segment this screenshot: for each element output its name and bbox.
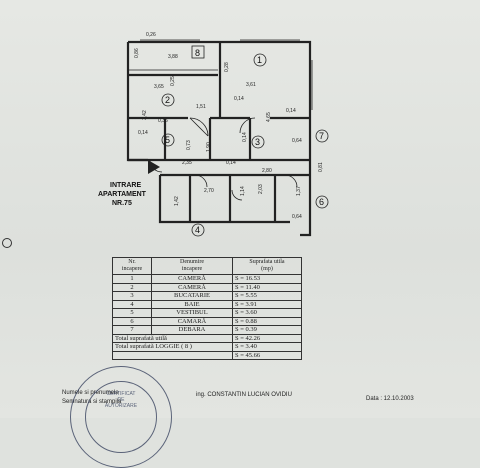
total-loggie-value: S = 3.40 [232,342,302,352]
room-markers: 8 1 2 5 3 7 6 4 [161,45,329,237]
table-row: 6 CAMARĂ S = 0.88 [112,316,302,326]
dimension-label: 1,90 [206,142,212,152]
dimension-label: 0,86 [134,48,140,58]
room-name: BAIE [151,299,233,309]
room-name: BUCATARIE [151,291,233,301]
total-util-row: Total suprafată utilă S = 42.26 [112,333,302,343]
floor-plan: 8 1 2 5 3 7 6 4 0,26 0,86 [98,32,329,237]
dimension-label: 0,14 [138,130,148,136]
room-area: S = 0.88 [232,316,302,326]
header-area: Suprafata utila (mp) [232,257,302,275]
room-area: S = 3.60 [232,308,302,318]
dimension-label: 3,88 [168,54,178,60]
dimension-label: 2,80 [262,168,272,174]
dimension-label: 0,14 [286,108,296,114]
total-util-value: S = 42.26 [232,333,302,343]
room-name: DEBARA [151,325,233,335]
dimension-label: 0,14 [226,160,236,166]
room-number: 2 [112,282,152,292]
room-name: CAMERĂ [151,274,233,284]
room-number: 3 [112,291,152,301]
dimension-label: 1,37 [296,186,302,196]
room-marker: 8 [195,48,200,58]
dimension-label: 4,65 [266,112,272,122]
dimension-label: 2,35 [182,160,192,166]
room-area: S = 5.55 [232,291,302,301]
area-table: Nr. incapere Denumire incapere Suprafata… [112,257,302,360]
stamp-line: CERTIFICAT [106,391,136,397]
dimension-label: 0,64 [292,214,302,220]
dimension-label: 0,64 [292,138,302,144]
room-area: S = 16.53 [232,274,302,284]
dimension-label: 0,28 [224,62,230,72]
room-number: 4 [112,299,152,309]
room-area: S = 0.39 [232,325,302,335]
table-row: 4 BAIE S = 3.91 [112,299,302,309]
room-marker: 6 [319,197,324,207]
entry-label: INTRARE [110,182,141,189]
footer-author: ing. CONSTANTIN LUCIAN OVIDIU [196,392,292,398]
room-marker: 2 [165,95,170,105]
dimension-label: 1,51 [196,104,206,110]
dimension-label: 0,81 [318,162,324,172]
room-area: S = 11.40 [232,282,302,292]
room-number: 7 [112,325,152,335]
room-marker: 3 [255,137,260,147]
stamp-line: DE [117,397,125,403]
room-marker: 4 [195,225,200,235]
room-name: VESTIBUL [151,308,233,318]
dimension-label: 1,42 [174,196,180,206]
room-marker: 5 [165,135,170,145]
table-row: 3 BUCATARIE S = 5.55 [112,291,302,301]
total-loggie-row: Total suprafată LOGGIE ( 8 ) S = 3.40 [112,342,302,352]
total-loggie-label: Total suprafată LOGGIE ( 8 ) [112,342,233,352]
room-area: S = 3.91 [232,299,302,309]
table-row: 1 CAMERĂ S = 16.53 [112,274,302,284]
dimension-label: 0,14 [234,96,244,102]
dimension-label: 3,61 [246,82,256,88]
dimension-label: 3,42 [142,110,148,120]
table-row: 5 VESTIBUL S = 3.60 [112,308,302,318]
floor-plan-drawing: 8 1 2 5 3 7 6 4 0,26 0,86 [98,32,329,237]
margin-circle-mark [2,238,12,248]
header-room-number: Nr. incapere [112,257,152,275]
room-marker: 7 [319,131,324,141]
stamp-text: CERTIFICAT DE AUTORIZARE [71,391,171,409]
dimension-label: 0,25 [170,76,176,86]
dimension-label: 1,14 [240,186,246,196]
header-room-name: Denumire incapere [151,257,233,275]
footer-date: Data : 12.10.2003 [366,396,414,402]
room-number: 1 [112,274,152,284]
total-value: S = 45.66 [232,350,302,360]
entry-label: NR.75 [112,200,132,207]
dimension-label: 0,73 [186,140,192,150]
room-number: 6 [112,316,152,326]
authorization-stamp: CERTIFICAT DE AUTORIZARE [70,366,172,468]
dimension-label: 3,65 [154,84,164,90]
room-number: 5 [112,308,152,318]
total-label-cell [112,350,233,360]
dimension-label: 0,36 [158,118,168,124]
stamp-line: AUTORIZARE [104,403,138,409]
total-row: S = 45.66 [112,350,302,360]
room-marker: 1 [257,55,262,65]
table-row: 2 CAMERĂ S = 11.40 [112,282,302,292]
dimension-label: 2,03 [258,184,264,194]
dimension-label: 0,14 [242,132,248,142]
entry-label: APARTAMENT [98,191,147,198]
total-util-label: Total suprafată utilă [112,333,233,343]
room-name: CAMERĂ [151,282,233,292]
dimension-label: 0,26 [146,32,156,38]
dimension-label: 2,70 [204,188,214,194]
room-name: CAMARĂ [151,316,233,326]
table-row: 7 DEBARA S = 0.39 [112,325,302,335]
